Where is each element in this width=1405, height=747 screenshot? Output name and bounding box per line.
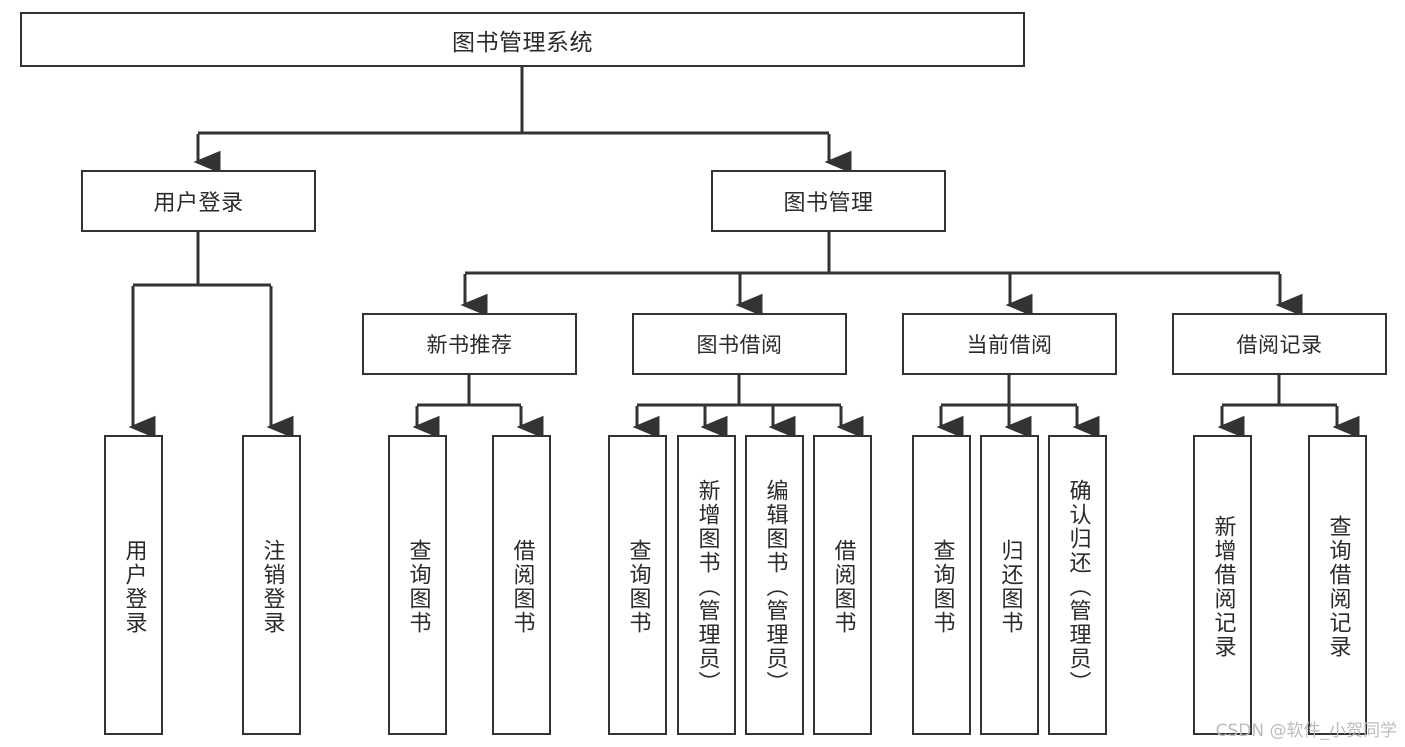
leaf-edit-book[interactable]: 编辑图书（管理员） [745, 435, 804, 735]
node-book-manage[interactable]: 图书管理 [711, 170, 946, 232]
leaf-confirm-return-label: 确认归还（管理员） [1065, 479, 1091, 695]
leaf-logout-login-label: 注销登录 [259, 539, 285, 635]
leaf-logout-login[interactable]: 注销登录 [242, 435, 301, 735]
leaf-confirm-return[interactable]: 确认归还（管理员） [1048, 435, 1107, 735]
node-root[interactable]: 图书管理系统 [20, 12, 1025, 67]
node-user-login[interactable]: 用户登录 [81, 170, 316, 232]
node-new-book-rec[interactable]: 新书推荐 [362, 313, 577, 375]
node-new-book-rec-label: 新书推荐 [426, 333, 513, 357]
leaf-return-book[interactable]: 归还图书 [980, 435, 1039, 735]
leaf-add-book[interactable]: 新增图书（管理员） [677, 435, 736, 735]
leaf-add-record[interactable]: 新增借阅记录 [1193, 435, 1252, 735]
leaf-query-book-3[interactable]: 查询图书 [912, 435, 971, 735]
leaf-borrow-book-2[interactable]: 借阅图书 [813, 435, 872, 735]
leaf-user-login[interactable]: 用户登录 [104, 435, 163, 735]
leaf-borrow-book-1-label: 借阅图书 [509, 539, 535, 635]
node-book-manage-label: 图书管理 [783, 191, 874, 216]
node-current-borrow[interactable]: 当前借阅 [902, 313, 1117, 375]
leaf-query-book-2[interactable]: 查询图书 [608, 435, 667, 735]
node-current-borrow-label: 当前借阅 [966, 333, 1053, 357]
leaf-add-book-label: 新增图书（管理员） [694, 479, 720, 695]
node-borrow-record[interactable]: 借阅记录 [1172, 313, 1387, 375]
leaf-query-record[interactable]: 查询借阅记录 [1308, 435, 1367, 735]
node-book-borrow[interactable]: 图书借阅 [632, 313, 847, 375]
leaf-user-login-label: 用户登录 [121, 539, 147, 635]
leaf-query-record-label: 查询借阅记录 [1325, 515, 1351, 659]
leaf-query-book-1-label: 查询图书 [405, 539, 431, 635]
leaf-borrow-book-2-label: 借阅图书 [830, 539, 856, 635]
leaf-edit-book-label: 编辑图书（管理员） [762, 479, 788, 695]
node-book-borrow-label: 图书借阅 [696, 333, 783, 357]
leaf-borrow-book-1[interactable]: 借阅图书 [492, 435, 551, 735]
leaf-query-book-2-label: 查询图书 [625, 539, 651, 635]
leaf-add-record-label: 新增借阅记录 [1210, 515, 1236, 659]
csdn-watermark: CSDN @软件_小贺同学 [1215, 721, 1397, 741]
leaf-return-book-label: 归还图书 [997, 539, 1023, 635]
leaf-query-book-1[interactable]: 查询图书 [388, 435, 447, 735]
node-root-label: 图书管理系统 [452, 29, 593, 56]
node-user-login-label: 用户登录 [153, 191, 244, 216]
leaf-query-book-3-label: 查询图书 [929, 539, 955, 635]
node-borrow-record-label: 借阅记录 [1236, 333, 1323, 357]
